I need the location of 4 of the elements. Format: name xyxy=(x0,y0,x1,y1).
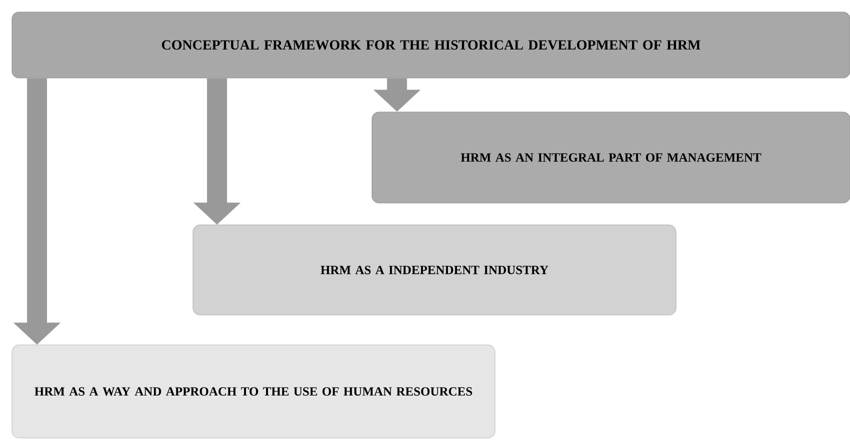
concept-box: HRM AS A INDEPENDENT INDUSTRY xyxy=(192,224,676,316)
concept-box: HRM AS AN INTEGRAL PART OF MANAGEMENT xyxy=(372,112,850,204)
concept-box: HRM AS A WAY AND APPROACH TO THE USE OF HUMAN RESOURCES xyxy=(12,344,496,438)
title-box: CONCEPTUAL FRAMEWORK FOR THE HISTORICAL DEVELOPMENT OF HRM xyxy=(12,12,850,78)
